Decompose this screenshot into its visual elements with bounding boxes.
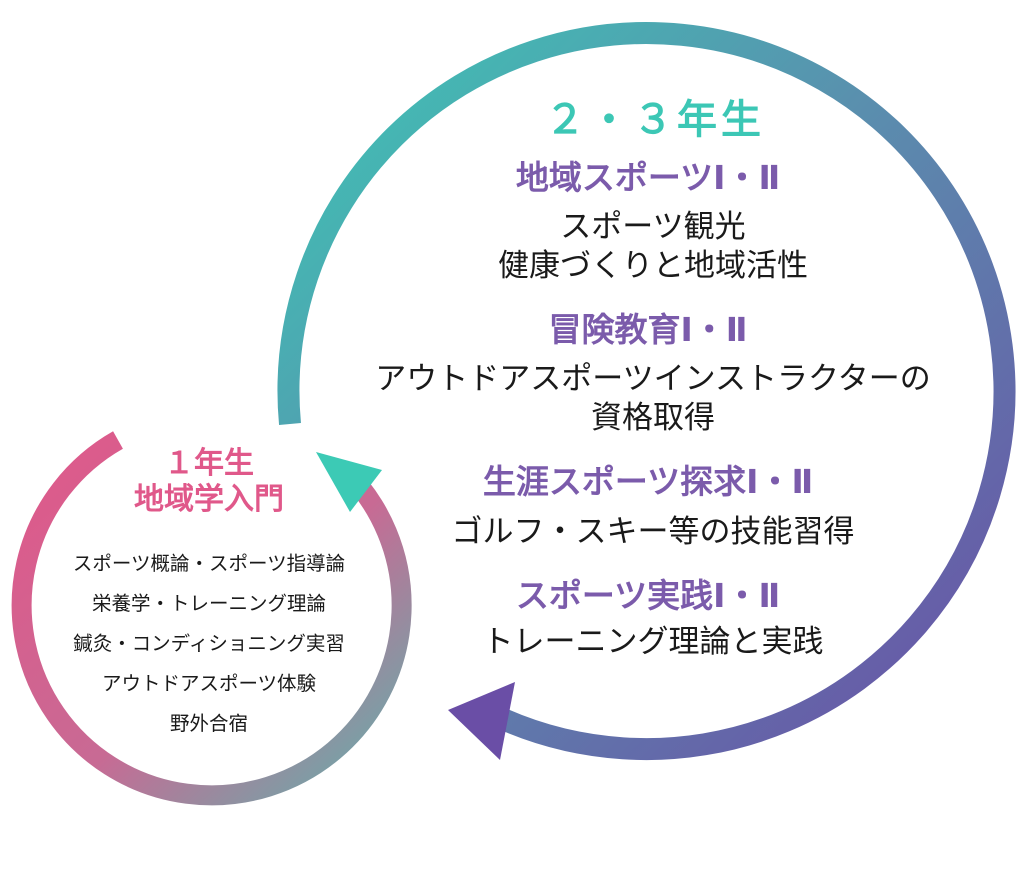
- large-cycle-arrowhead: [448, 682, 515, 760]
- lower-cycle-item-3: 鍼灸・コンディショニング実習: [73, 632, 345, 655]
- lower-cycle-item-4: アウトドアスポーツ体験: [101, 672, 317, 695]
- small-cycle-arc: [11, 431, 412, 806]
- large-cycle-arc: [277, 22, 1016, 761]
- lower-cycle-year: １年生: [164, 446, 254, 481]
- lower-cycle-item-2: 栄養学・トレーニング理論: [91, 592, 327, 615]
- lower-cycle-item-5: 野外合宿: [169, 712, 249, 735]
- course-desc-lifelong-sports: ゴルフ・スキー等の技能習得: [452, 513, 855, 552]
- course-desc-sports-practice: トレーニング理論と実践: [483, 623, 824, 662]
- lower-cycle-item-1: スポーツ概論・スポーツ指導論: [72, 552, 346, 575]
- course-title-sports-practice: スポーツ実践Ⅰ・Ⅱ: [515, 576, 781, 615]
- desc-line: トレーニング理論と実践: [482, 624, 824, 660]
- lower-cycle-course: 地域学入門: [134, 482, 284, 517]
- course-title-lifelong-sports: 生涯スポーツ探求Ⅰ・Ⅱ: [482, 462, 814, 501]
- desc-line: 資格取得: [591, 399, 715, 436]
- desc-line: 健康づくりと地域活性: [498, 247, 808, 284]
- course-title-adventure-education: 冒険教育Ⅰ・Ⅱ: [548, 310, 748, 349]
- small-cycle-arrowhead: [316, 452, 382, 512]
- desc-line: ゴルフ・スキー等の技能習得: [451, 514, 855, 550]
- desc-line: スポーツ観光: [560, 209, 746, 245]
- course-desc-regional-sports: スポーツ観光 健康づくりと地域活性: [498, 208, 808, 286]
- course-desc-adventure-education: アウトドアスポーツインストラクターの 資格取得: [375, 360, 931, 438]
- upper-cycle-title: ２・３年生: [545, 97, 765, 143]
- lower-cycle-title: １年生 地域学入門: [134, 446, 284, 518]
- course-title-regional-sports: 地域スポーツⅠ・Ⅱ: [515, 158, 781, 197]
- desc-line: アウトドアスポーツインストラクターの: [375, 361, 931, 397]
